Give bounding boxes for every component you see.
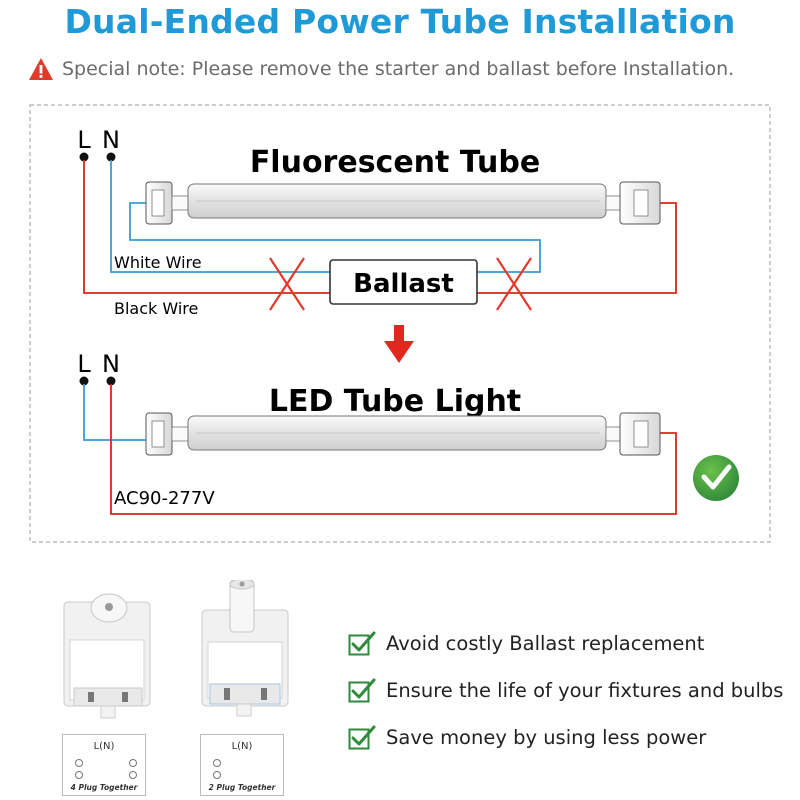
check-badge-icon	[693, 455, 739, 501]
benefit-item: Ensure the life of your fixtures and bul…	[348, 675, 783, 705]
plug-card-4-label: L(N)	[93, 741, 115, 752]
top-l-terminal	[79, 152, 89, 162]
page-title: Dual-Ended Power Tube Installation	[64, 2, 736, 41]
plug-card-2: L(N) 2 Plug Together	[200, 734, 284, 796]
remove-cross-right	[496, 257, 532, 311]
fluorescent-tube	[145, 181, 661, 225]
plug-4-pin	[63, 593, 151, 719]
arrow-down-icon	[384, 325, 414, 363]
plug-illustrations	[63, 580, 289, 719]
top-white-wire-right	[129, 202, 541, 273]
checkbox-check-icon	[348, 725, 376, 750]
ballast-label: Ballast	[353, 269, 454, 299]
top-white-wire-left	[110, 160, 330, 273]
bottom-neutral-wire	[83, 384, 146, 441]
bottom-l-label: L	[77, 350, 91, 378]
special-note: Special note: Please remove the starter …	[28, 55, 788, 83]
black-wire-label: Black Wire	[114, 299, 198, 318]
top-black-wire-left	[83, 160, 330, 294]
top-n-label: N	[102, 126, 120, 154]
plug-card-4: L(N) 4 Plug Together	[62, 734, 146, 796]
remove-cross-left	[269, 257, 305, 311]
fluorescent-tube-label: Fluorescent Tube	[250, 145, 540, 180]
checkbox-check-icon	[348, 631, 376, 656]
benefit-text: Avoid costly Ballast replacement	[386, 631, 705, 655]
plug-card-2-caption: 2 Plug Together	[208, 783, 276, 792]
wiring-diagram: L N Fluorescent Tube Ballast	[29, 104, 771, 543]
benefit-text: Ensure the life of your fixtures and bul…	[386, 678, 784, 702]
bottom-l-terminal	[79, 376, 89, 386]
benefit-text: Save money by using less power	[386, 725, 707, 749]
warning-icon	[29, 58, 53, 80]
benefit-item: Save money by using less power	[348, 722, 706, 752]
fluorescent-section: L N Fluorescent Tube Ballast	[77, 126, 677, 318]
plug-2-pin	[201, 580, 289, 717]
led-tube-label: LED Tube Light	[269, 384, 521, 419]
led-tube	[145, 412, 661, 456]
voltage-label: AC90-277V	[114, 488, 215, 509]
checkbox-check-icon	[348, 678, 376, 703]
special-note-text: Special note: Please remove the starter …	[62, 58, 735, 80]
bottom-live-wire	[110, 384, 677, 515]
bottom-n-terminal	[106, 376, 116, 386]
bottom-n-label: N	[102, 350, 120, 378]
top-n-terminal	[106, 152, 116, 162]
led-section: L N LED Tube Light AC90-277V	[77, 350, 739, 515]
benefit-item: Avoid costly Ballast replacement	[348, 628, 704, 658]
white-wire-label: White Wire	[114, 253, 202, 272]
ballast-box	[329, 259, 478, 305]
plug-card-4-caption: 4 Plug Together	[70, 783, 138, 792]
plug-card-2-label: L(N)	[231, 741, 253, 752]
diagram-frame	[29, 104, 771, 543]
top-black-wire-right	[477, 202, 677, 294]
top-l-label: L	[77, 126, 91, 154]
